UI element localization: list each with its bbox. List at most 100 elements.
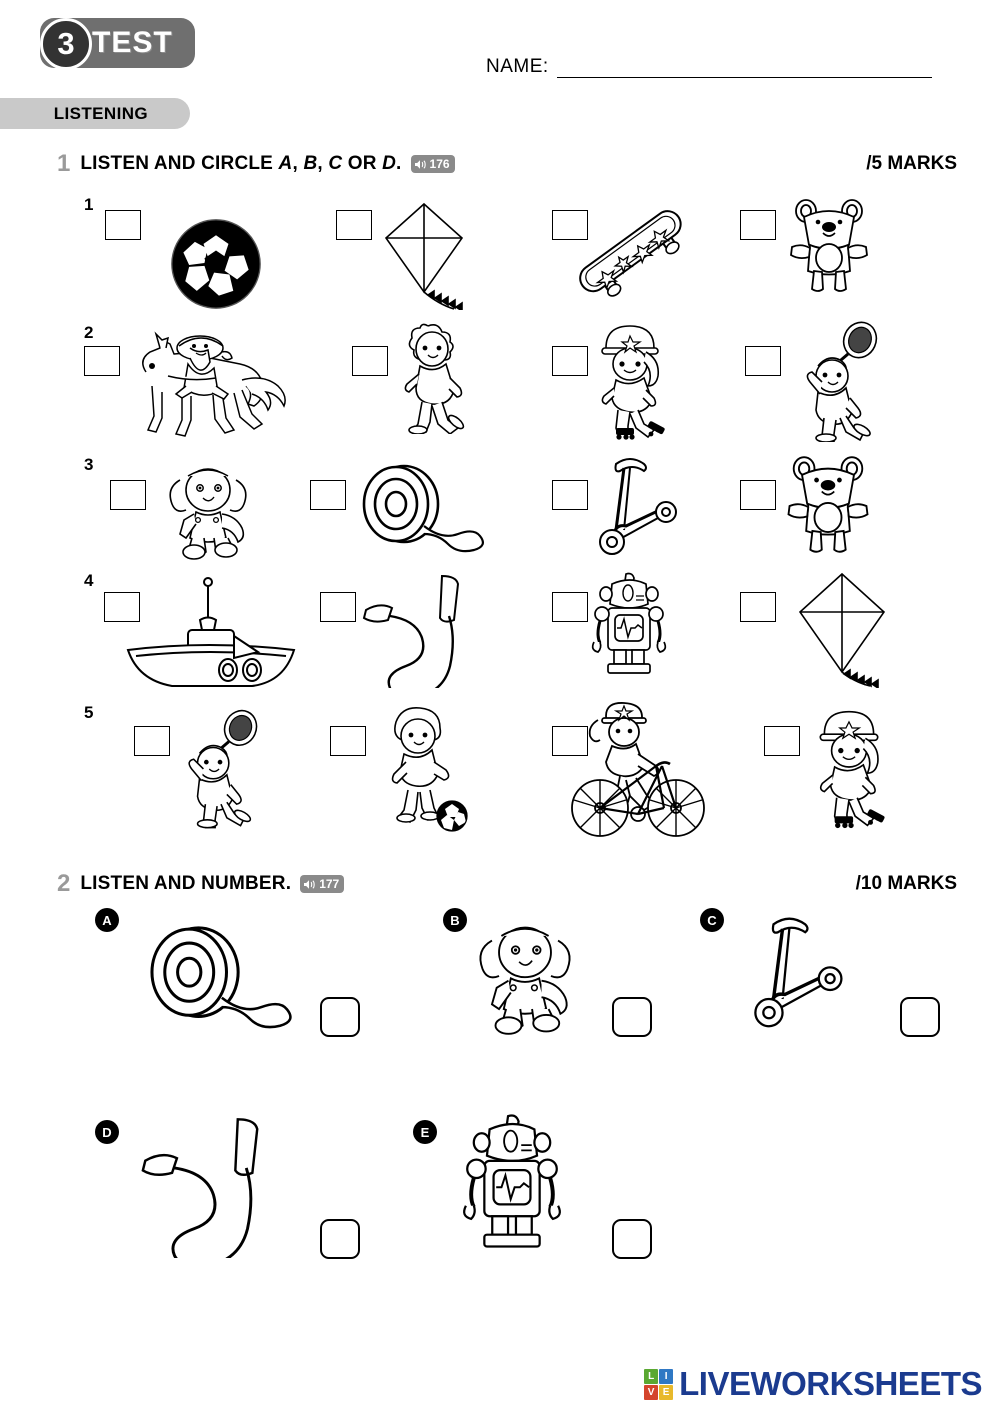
skateboard-icon [579, 210, 682, 297]
exercise-2-title: LISTEN AND NUMBER. [80, 873, 292, 894]
logo-tile-e: E [659, 1384, 674, 1400]
exercise-2-item-b: B [0, 905, 1000, 1055]
q2-option-b-box[interactable] [352, 346, 388, 376]
exercise-2-number: 2 [57, 870, 71, 897]
q5-option-b-box[interactable] [330, 726, 366, 756]
boy-riding-bike-icon [571, 702, 705, 837]
exercise-1-title: LISTEN AND CIRCLE A, B, C OR D. [80, 153, 401, 175]
question-number-1: 1 [84, 195, 94, 214]
q2-option-a-box[interactable] [84, 346, 120, 376]
kite-icon [384, 202, 464, 310]
item-letter-d: D [95, 1120, 119, 1144]
item-d-answer-box[interactable] [320, 1219, 360, 1259]
q2-option-c-box[interactable] [552, 346, 588, 376]
audio-badge-176[interactable]: 176 [410, 155, 455, 173]
exercise-1-header: 1 LISTEN AND CIRCLE A, B, C OR D. 176 /5… [57, 150, 957, 178]
question-row-1: 1 [0, 190, 1000, 315]
item-b-answer-box[interactable] [612, 997, 652, 1037]
item-c-answer-box[interactable] [900, 997, 940, 1037]
girl-riding-horse-icon [142, 331, 286, 437]
section-banner-label: LISTENING [53, 103, 148, 123]
exercise-2-item-d: D [0, 1112, 1000, 1272]
q4-option-a-box[interactable] [104, 592, 140, 622]
logo-wordmark: LIVEWORKSHEETS [679, 1365, 982, 1402]
football-soccer-ball-icon [171, 219, 261, 309]
yo-yo-icon [150, 926, 292, 1029]
test-badge: TEST 3 [40, 18, 195, 70]
item-e-answer-box[interactable] [612, 1219, 652, 1259]
q2-option-d-box[interactable] [745, 346, 781, 376]
name-field-row: NAME: [486, 56, 932, 78]
test-number-circle: 3 [40, 18, 92, 70]
name-label: NAME: [486, 56, 549, 77]
logo-tile-i: I [659, 1368, 674, 1384]
logo-tile-l: L [644, 1368, 659, 1384]
name-input[interactable] [556, 58, 932, 78]
section-banner-listening: LISTENING [0, 98, 190, 129]
exercise-1-number: 1 [57, 150, 71, 177]
q4-option-d-box[interactable] [740, 592, 776, 622]
boy-playing-football-icon [391, 706, 468, 832]
question-number-5: 5 [84, 703, 94, 722]
q4-option-b-box[interactable] [320, 592, 356, 622]
page-header: TEST 3 NAME: [0, 0, 1000, 96]
title-sep-1: , [292, 153, 304, 174]
rag-doll-icon [169, 468, 247, 560]
rag-doll-icon [479, 926, 571, 1035]
question-row-3: 3 [0, 452, 1000, 564]
question-row-2: 2 [0, 318, 1000, 450]
audio-badge-177[interactable]: 177 [300, 875, 345, 893]
q3-option-a-box[interactable] [110, 480, 146, 510]
item-letter-a: A [95, 908, 119, 932]
exercise-2-header: 2 LISTEN AND NUMBER. 177 /10 MARKS [57, 870, 957, 898]
teddy-bear-icon [787, 456, 869, 553]
girl-rollerblading-icon [601, 325, 665, 440]
boy-running-icon [404, 323, 465, 434]
robot-icon [463, 1114, 561, 1248]
q5-option-a-box[interactable] [134, 726, 170, 756]
q1-option-a-box[interactable] [105, 210, 141, 240]
audio-track-number: 176 [429, 157, 450, 171]
question-number-4: 4 [84, 571, 94, 590]
title-sep-3: OR [342, 153, 383, 174]
item-a-answer-box[interactable] [320, 997, 360, 1037]
boy-playing-tennis-icon [806, 321, 878, 442]
exercise-2-marks: /10 MARKS [855, 873, 957, 894]
q3-option-b-box[interactable] [310, 480, 346, 510]
boy-playing-tennis-icon [188, 709, 258, 829]
small-football [436, 800, 468, 832]
skipping-rope-icon [362, 574, 460, 688]
item-letter-e: E [413, 1120, 437, 1144]
skipping-rope-icon [141, 1118, 259, 1258]
question-number-2: 2 [84, 323, 94, 342]
exercise-2-item-c: C [0, 905, 1000, 1055]
q1-option-b-box[interactable] [336, 210, 372, 240]
speaker-icon [414, 159, 426, 169]
exercise-2-item-e: E [0, 1112, 1000, 1272]
q1-option-c-box[interactable] [552, 210, 588, 240]
title-sep-2: , [317, 153, 329, 174]
scooter-icon [754, 917, 843, 1028]
q4-option-c-box[interactable] [552, 592, 588, 622]
q5-option-d-box[interactable] [764, 726, 800, 756]
robot-icon [591, 572, 667, 674]
liveworksheets-logo[interactable]: L I V E LIVEWORKSHEETS [644, 1365, 982, 1403]
q5-option-c-box[interactable] [552, 726, 588, 756]
q3-option-c-box[interactable] [552, 480, 588, 510]
teddy-bear-icon [790, 199, 868, 292]
q1-option-d-box[interactable] [740, 210, 776, 240]
option-letter-b: B [303, 153, 318, 174]
logo-tiles: L I V E [644, 1368, 674, 1400]
kite-icon [798, 572, 886, 688]
option-letter-c: C [328, 153, 343, 174]
question-number-3: 3 [84, 455, 94, 474]
scooter-icon [599, 458, 677, 555]
option-letter-d: D [382, 153, 397, 174]
speaker-icon [304, 879, 315, 889]
q3-option-d-box[interactable] [740, 480, 776, 510]
test-badge-label: TEST [92, 26, 173, 59]
yo-yo-icon [362, 464, 484, 553]
exercise-1-marks: /5 MARKS [866, 153, 957, 174]
girl-rollerblading-icon [819, 710, 885, 829]
option-letter-a: A [278, 153, 293, 174]
